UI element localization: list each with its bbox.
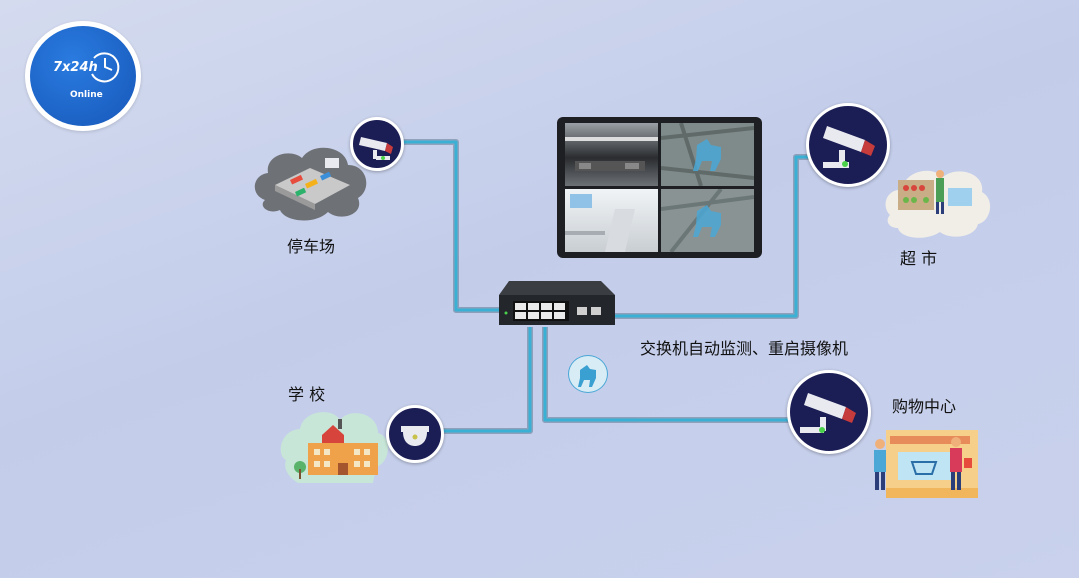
switch-caption: 交换机自动监测、重启摄像机: [640, 339, 849, 358]
link-supermarket: [612, 155, 815, 318]
school-camera[interactable]: [386, 405, 444, 463]
link-school: [438, 327, 532, 433]
camera-icon: [823, 126, 875, 168]
dome-camera-icon: [401, 426, 429, 446]
monitor-icon: [557, 117, 762, 258]
link-mall: [543, 327, 797, 422]
network-switch-icon[interactable]: [499, 277, 617, 327]
dog-icon: [568, 355, 608, 393]
parking-label: 停车场: [287, 237, 336, 256]
link-parking: [398, 140, 506, 312]
monitor-view-garage: [565, 123, 658, 186]
badge-subtitle: Online: [70, 90, 103, 100]
school-icon: [278, 405, 390, 485]
school-label: 学 校: [288, 385, 326, 404]
mall-icon: [868, 422, 983, 504]
monitor-view-corridor: [565, 189, 658, 252]
parking-lot-icon: [250, 140, 370, 225]
supermarket-label: 超 市: [900, 249, 938, 268]
parking-camera[interactable]: [350, 117, 404, 171]
monitor-view-market: [660, 122, 755, 187]
online-badge: 7x24h Online: [25, 21, 141, 131]
monitor-view-store: [660, 187, 755, 254]
mall-label: 购物中心: [892, 397, 957, 416]
badge-title: 7x24h: [53, 60, 98, 75]
clock-icon: [91, 52, 120, 83]
supermarket-icon: [880, 160, 992, 240]
camera-icon: [800, 393, 856, 433]
supermarket-camera[interactable]: [806, 103, 890, 187]
mall-camera[interactable]: [787, 370, 871, 454]
camera-icon: [359, 137, 393, 160]
